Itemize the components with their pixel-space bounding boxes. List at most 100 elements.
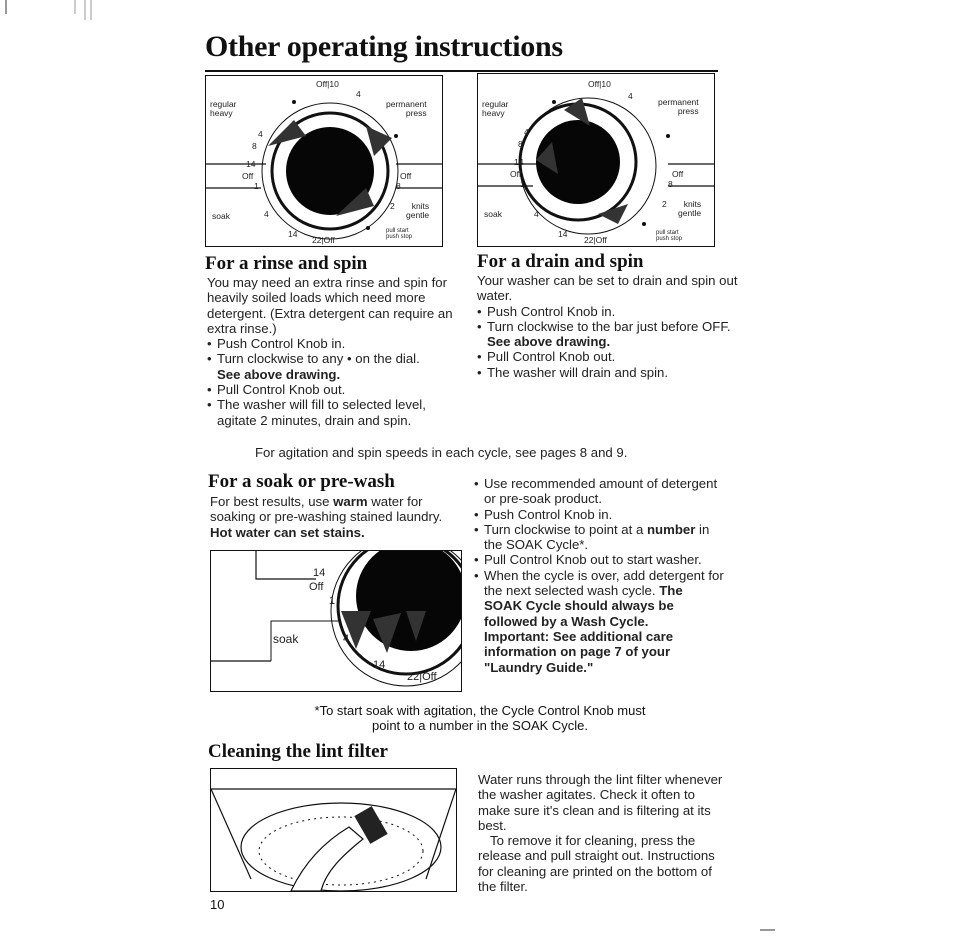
- rinse-see-drawing: See above drawing.: [217, 366, 341, 382]
- soak-step-5-text: When the cycle is over, add detergent fo…: [484, 567, 724, 599]
- label-off-10: Off|10: [316, 79, 339, 89]
- lint-filter-graphic: [211, 788, 456, 891]
- label-2: 2: [390, 201, 395, 211]
- soak-label-4: 4: [343, 633, 350, 645]
- soak-footnote: *To start soak with agitation, the Cycle…: [314, 703, 646, 733]
- label-pull-start: pull start push stop: [656, 230, 683, 242]
- soak-step-5: When the cycle is over, add detergent fo…: [474, 568, 724, 629]
- label-2: 2: [662, 199, 667, 209]
- soak-follow: The SOAK Cycle should always be followed…: [484, 583, 683, 629]
- label-knits-gentle: knits gentle: [406, 201, 430, 220]
- soak-dial-graphic: [211, 551, 461, 687]
- label-14-bottom: 14: [288, 229, 298, 239]
- rinse-step-4: The washer will fill to selected level, …: [207, 397, 457, 428]
- label-22-off: 22|Off: [584, 235, 607, 245]
- label-soak: soak: [484, 209, 502, 219]
- soak-intro-2: water for soaking or pre-washing stained…: [210, 494, 443, 525]
- lint-filter-image: [210, 768, 457, 892]
- dial-diagram-rinse: regular heavy permanent press Off|10 4 4…: [205, 75, 443, 247]
- soak-intro-warm: warm: [333, 494, 368, 509]
- label-4-top: 4: [628, 91, 633, 101]
- rinse-steps: Push Control Knob in. Turn clockwise to …: [207, 336, 457, 428]
- soak-turn-2: in the SOAK Cycle*.: [484, 521, 710, 553]
- lint-heading: Cleaning the lint filter: [208, 741, 388, 762]
- label-permanent-press: permanent press: [386, 99, 427, 118]
- label-14-left: 14: [514, 157, 524, 167]
- rinse-step-2-text: Turn clockwise to any • on the dial.: [217, 351, 420, 367]
- drain-intro: Your washer can be set to drain and spin…: [477, 273, 738, 304]
- label-4-bottom: 4: [264, 209, 269, 219]
- rinse-body: You may need an extra rinse and spin for…: [207, 275, 457, 428]
- soak-label-14b: 14: [373, 659, 386, 671]
- rinse-intro: You may need an extra rinse and spin for…: [207, 275, 453, 336]
- soak-label-14: 14: [313, 567, 326, 579]
- dial-graphic: [478, 97, 714, 235]
- label-14-bottom: 14: [558, 229, 568, 239]
- title-rule: [205, 70, 718, 72]
- soak-heading: For a soak or pre-wash: [208, 471, 395, 492]
- soak-turn-1: Turn clockwise to point at a: [484, 521, 644, 537]
- soak-intro: For best results, use warm water for soa…: [210, 494, 450, 540]
- soak-step-4: Pull Control Knob out to start washer.: [474, 552, 724, 568]
- dial-graphic: [206, 100, 442, 240]
- label-off-10: Off|10: [588, 79, 611, 89]
- label-8-left: 8: [518, 139, 523, 149]
- label-soak: soak: [212, 211, 230, 221]
- label-knits-gentle: knits gentle: [678, 199, 702, 218]
- soak-intro-bold: Hot water can set stains.: [210, 524, 365, 540]
- rinse-heading: For a rinse and spin: [205, 253, 368, 274]
- dial-diagram-drain: regular heavy permanent press Off|10 4 4…: [477, 73, 715, 247]
- label-8-left: 8: [252, 141, 257, 151]
- label-8-right: 8: [668, 179, 673, 189]
- lint-para-2: To remove it for cleaning, press the rel…: [478, 833, 715, 895]
- drain-step-4: The washer will drain and spin.: [477, 365, 739, 381]
- soak-steps-column: Use recommended amount of detergent or p…: [474, 476, 724, 675]
- soak-label-off: Off: [309, 581, 324, 593]
- drain-step-2: Turn clockwise to the bar just before OF…: [477, 319, 739, 350]
- drain-see-drawing: See above drawing.: [487, 334, 611, 350]
- label-14-left: 14: [246, 159, 256, 169]
- label-22-off: 22|Off: [312, 235, 335, 245]
- label-off-right: Off: [672, 169, 684, 179]
- label-1: 1: [520, 179, 525, 189]
- drain-steps: Push Control Knob in. Turn clockwise to …: [477, 304, 739, 381]
- label-pull-start: pull start push stop: [386, 228, 413, 240]
- soak-turn-bold: number: [646, 521, 696, 537]
- rinse-step-2: Turn clockwise to any • on the dial.See …: [207, 351, 457, 382]
- drain-body: Your washer can be set to drain and spin…: [477, 273, 739, 380]
- drain-step-2-text: Turn clockwise to the bar just before OF…: [487, 318, 731, 334]
- soak-important: Important: See additional care informati…: [484, 628, 674, 675]
- label-1: 1: [254, 181, 259, 191]
- label-off-right: Off: [400, 171, 412, 181]
- soak-steps: Use recommended amount of detergent or p…: [474, 476, 724, 629]
- soak-intro-1: For best results, use: [210, 494, 330, 509]
- label-4-top: 4: [356, 89, 361, 99]
- page-title: Other operating instructions: [205, 30, 563, 63]
- lint-para-1: Water runs through the lint filter whene…: [478, 772, 723, 833]
- page-number: 10: [210, 897, 225, 912]
- rinse-step-1: Push Control Knob in.: [207, 336, 457, 352]
- lint-text: Water runs through the lint filter whene…: [478, 772, 728, 894]
- label-4-bottom: 4: [534, 209, 539, 219]
- label-8-right: 8: [396, 181, 401, 191]
- label-permanent-press: permanent press: [658, 97, 699, 116]
- drain-step-1: Push Control Knob in.: [477, 304, 739, 320]
- speeds-note: For agitation and spin speeds in each cy…: [255, 445, 628, 460]
- soak-step-3: Turn clockwise to point at a number in t…: [474, 522, 724, 553]
- label-off-left: Off: [242, 171, 254, 181]
- label-regular-heavy: regular heavy: [482, 99, 509, 118]
- soak-label-soak: soak: [273, 632, 299, 646]
- soak-step-2: Push Control Knob in.: [474, 507, 724, 523]
- label-4-left: 4: [258, 129, 263, 139]
- drain-step-3: Pull Control Knob out.: [477, 349, 739, 365]
- soak-label-22-off: 22|Off: [407, 671, 437, 683]
- label-off-left: Off: [510, 169, 522, 179]
- label-4-left: 4: [524, 127, 529, 137]
- soak-step-1: Use recommended amount of detergent or p…: [474, 476, 724, 507]
- label-regular-heavy: regular heavy: [210, 99, 237, 118]
- drain-heading: For a drain and spin: [477, 251, 644, 272]
- soak-dial-image: 14 Off 1 soak 4 14 22|Off: [210, 550, 462, 692]
- soak-label-1: 1: [329, 595, 336, 607]
- rinse-step-3: Pull Control Knob out.: [207, 382, 457, 398]
